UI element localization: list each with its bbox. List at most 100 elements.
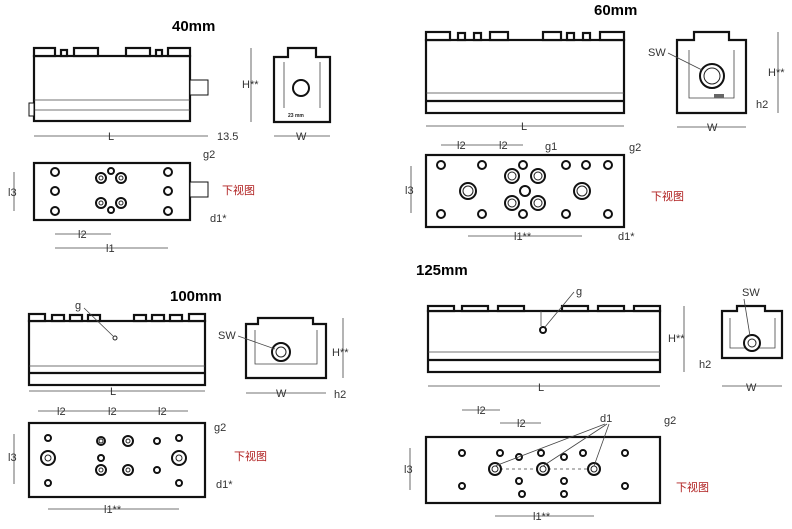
hole bbox=[603, 209, 613, 219]
front-view-60: L bbox=[424, 30, 626, 133]
hole bbox=[436, 160, 446, 170]
hole-bore bbox=[507, 198, 517, 208]
hole bbox=[537, 449, 545, 457]
dim-l2-b: l2 bbox=[499, 140, 508, 152]
dim-l2-a: l2 bbox=[457, 140, 466, 152]
dim-l3: l3 bbox=[404, 464, 413, 476]
dim-l3: l3 bbox=[8, 187, 17, 199]
dim-L: L bbox=[521, 121, 527, 133]
label-d1: d1 bbox=[600, 413, 612, 425]
hole-bore bbox=[125, 467, 131, 473]
title-40mm: 40mm bbox=[172, 18, 215, 35]
title-125mm: 125mm bbox=[416, 262, 468, 279]
label-SW: SW bbox=[648, 47, 666, 59]
hole bbox=[579, 449, 587, 457]
hole bbox=[50, 167, 60, 177]
dim-l1: l1** bbox=[514, 231, 532, 243]
hole-bore bbox=[576, 185, 588, 197]
hole bbox=[621, 449, 629, 457]
hole bbox=[519, 185, 531, 197]
dim-l2-b: l2 bbox=[517, 418, 526, 430]
dim-L: L bbox=[538, 382, 544, 394]
label-d1: d1* bbox=[216, 479, 233, 491]
view-60mm: 60mm L SW H** h2 W l bbox=[405, 2, 785, 243]
hole-bore bbox=[98, 467, 104, 473]
hole-bore bbox=[118, 175, 124, 181]
label-g2: g2 bbox=[629, 142, 641, 154]
hole bbox=[153, 466, 161, 474]
dim-l3: l3 bbox=[405, 185, 414, 197]
front-view-40: L 13.5 bbox=[28, 46, 238, 143]
view-40mm: 40mm L 13.5 23 mm H** W g2 bbox=[8, 18, 332, 255]
hole bbox=[44, 479, 52, 487]
hole bbox=[515, 477, 523, 485]
bottom-view-40: g2 d1* l3 l2 l1 下视图 bbox=[8, 149, 255, 255]
side-view-40: 23 mm H** W bbox=[242, 46, 332, 143]
hole bbox=[163, 167, 173, 177]
hole bbox=[560, 477, 568, 485]
hole bbox=[518, 160, 528, 170]
label-g2: g2 bbox=[214, 422, 226, 434]
hole bbox=[153, 437, 161, 445]
hole-bore bbox=[125, 438, 131, 444]
hole-bore bbox=[539, 465, 547, 473]
hole bbox=[436, 209, 446, 219]
front-view-100: g L bbox=[27, 300, 207, 398]
dim-H: H** bbox=[332, 347, 349, 359]
hole-bore bbox=[44, 454, 52, 462]
plate-text: 23 mm bbox=[288, 113, 304, 119]
label-SW: SW bbox=[742, 287, 760, 299]
hole bbox=[518, 490, 526, 498]
hole bbox=[621, 482, 629, 490]
hole-bore bbox=[491, 465, 499, 473]
hole bbox=[560, 490, 568, 498]
dim-h2: h2 bbox=[334, 389, 346, 401]
dim-h2: h2 bbox=[756, 99, 768, 111]
hole bbox=[50, 206, 60, 216]
hole-bore bbox=[533, 198, 543, 208]
side-view-60: SW H** h2 W bbox=[648, 30, 785, 134]
hole bbox=[603, 160, 613, 170]
hole bbox=[107, 167, 115, 175]
hole-bore bbox=[98, 175, 104, 181]
title-100mm: 100mm bbox=[170, 288, 222, 305]
view-125mm: 125mm g H** L SW h2 W bbox=[404, 262, 784, 523]
view-100mm: 100mm g L SW H** h2 W bbox=[8, 288, 349, 516]
hole bbox=[477, 209, 487, 219]
hole-bore bbox=[98, 438, 104, 444]
dim-l1: l1 bbox=[106, 243, 115, 255]
hole bbox=[175, 479, 183, 487]
dim-l2-a: l2 bbox=[57, 406, 66, 418]
hole bbox=[175, 434, 183, 442]
hole bbox=[496, 449, 504, 457]
bottom-view-label: 下视图 bbox=[676, 480, 709, 494]
hole bbox=[44, 434, 52, 442]
bottom-view-125: l2 l2 d1 g2 l3 l1** 下视图 bbox=[404, 405, 709, 523]
bottom-view-label: 下视图 bbox=[222, 183, 255, 197]
hole bbox=[107, 206, 115, 214]
hole bbox=[458, 482, 466, 490]
dim-l2-a: l2 bbox=[477, 405, 486, 417]
bottom-view-60: l2 l2 g1 g2 l3 l1** d1* 下视图 bbox=[405, 140, 684, 243]
label-g2: g2 bbox=[203, 149, 215, 161]
hole bbox=[477, 160, 487, 170]
dim-H: H** bbox=[768, 67, 785, 79]
label-d1: d1* bbox=[210, 213, 227, 225]
hole bbox=[50, 186, 60, 196]
dim-H: H** bbox=[668, 333, 685, 345]
hole bbox=[561, 209, 571, 219]
hole-bore bbox=[533, 171, 543, 181]
dim-H: H** bbox=[242, 79, 259, 91]
bottom-view-label: 下视图 bbox=[651, 189, 684, 203]
dim-l2: l2 bbox=[78, 229, 87, 241]
hole-bore bbox=[590, 465, 598, 473]
front-view-125: g H** L bbox=[426, 286, 685, 394]
dim-W: W bbox=[276, 388, 287, 400]
bottom-view-label: 下视图 bbox=[234, 449, 267, 463]
title-60mm: 60mm bbox=[594, 2, 637, 19]
hole-bore bbox=[118, 200, 124, 206]
hole bbox=[581, 160, 591, 170]
label-g: g bbox=[75, 300, 81, 312]
dim-l1: l1** bbox=[104, 504, 122, 516]
